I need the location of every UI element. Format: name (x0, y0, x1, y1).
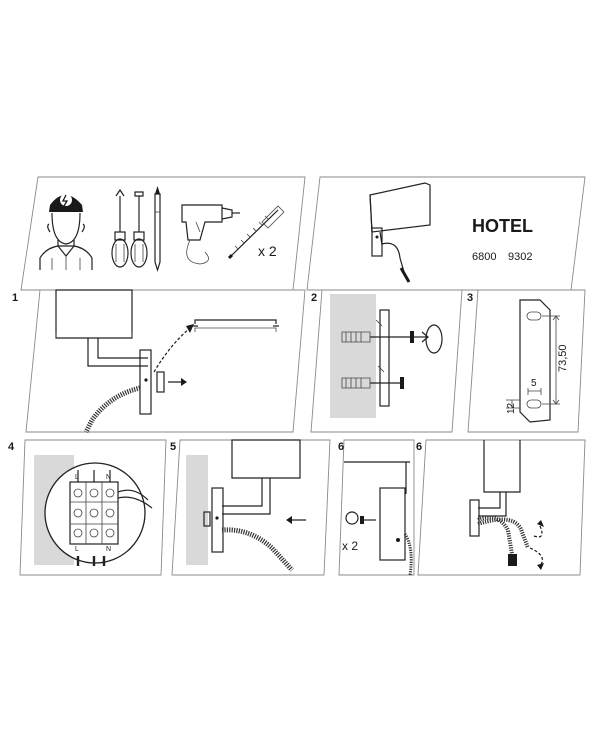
dowel-icon (341, 377, 371, 389)
terminal-label: N (106, 546, 111, 553)
pencil-icon (154, 186, 161, 273)
mounting-plate (139, 349, 152, 415)
product-name: HOTEL (472, 216, 533, 236)
step-number: 5 (170, 441, 176, 453)
rotate-icon (425, 324, 443, 354)
wall (186, 455, 208, 565)
screw-count-label: x 2 (342, 539, 358, 553)
panel-tools: x 2 (20, 176, 306, 291)
lamp-shade (483, 440, 521, 493)
panel-step-4: 4 L N L N (8, 439, 167, 576)
product-code-a: 6800 (472, 251, 496, 263)
dim-hole-width: 5 (531, 378, 537, 389)
panel-step-1: 1 (12, 289, 306, 434)
flexible-arm (221, 527, 294, 572)
screw-and-dowel-icon (227, 205, 285, 260)
bracket-clip (156, 371, 165, 393)
step-number: 2 (311, 292, 317, 304)
wall-bracket (194, 319, 277, 324)
terminal-label: L (75, 474, 79, 481)
flexible-arm (477, 515, 514, 555)
step-number: 3 (467, 292, 473, 304)
step-number: 6 (416, 441, 422, 453)
panel-step-2: 2 (310, 289, 463, 433)
panel-step-6a: 6 x 2 (338, 439, 415, 576)
screw-icon (370, 377, 404, 389)
step-number: 4 (8, 441, 15, 453)
panel-step-6b: 6 (416, 439, 586, 576)
lamp-arm (87, 338, 148, 367)
dowel-icon (341, 331, 371, 343)
reading-light-head (508, 554, 517, 566)
product-code-b: 9302 (508, 251, 532, 263)
mounting-plate (211, 487, 224, 553)
panel-step-3: 3 73,50 5 12 (467, 289, 586, 433)
bracket-drawing (519, 299, 551, 423)
lamp-arm (222, 478, 263, 507)
screwdriver-icon (130, 191, 148, 268)
wall-lamp-icon (369, 182, 431, 283)
wall (330, 294, 376, 418)
dim-hole-height: 12 (506, 402, 517, 414)
arrow-icon (421, 331, 429, 343)
rotate-icon (345, 511, 359, 525)
screw-count-label: x 2 (258, 243, 277, 259)
mounting-plate (469, 499, 480, 537)
slot-bottom (526, 399, 542, 409)
screw-icon (370, 331, 414, 343)
terminal-label: N (106, 474, 111, 481)
step-number: 6 (338, 441, 344, 453)
dashed-arrow-icon (153, 327, 191, 373)
flexible-arm (83, 385, 141, 434)
drill-icon (181, 204, 240, 265)
slot-top (526, 311, 542, 321)
screwdriver-icon (111, 188, 129, 268)
electrician-icon (39, 194, 93, 270)
lamp-shade (55, 289, 133, 339)
lamp-shade (231, 439, 301, 479)
dim-vertical: 73,50 (557, 344, 569, 372)
dashed-arrow-icon (529, 547, 543, 567)
terminal-magnifier (44, 462, 146, 564)
step-number: 1 (12, 292, 18, 304)
panel-product: HOTEL 6800 9302 (306, 176, 586, 291)
wall-bracket (379, 309, 390, 407)
mounting-plate (379, 487, 406, 561)
supply-cable (117, 489, 149, 501)
lamp-arm (478, 492, 501, 509)
terminal-label: L (75, 546, 79, 553)
panel-step-5: 5 (170, 439, 331, 576)
